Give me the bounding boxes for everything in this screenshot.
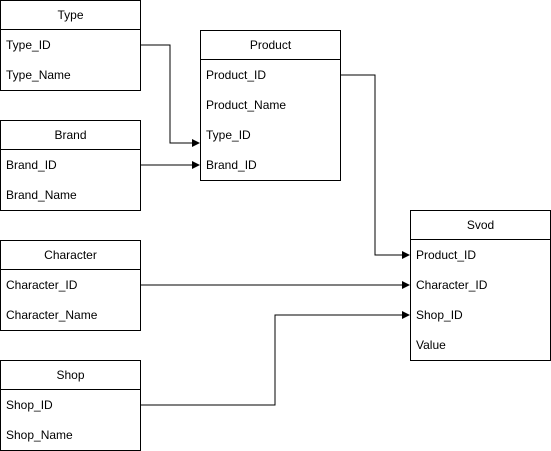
entity-title: Svod <box>411 211 550 240</box>
field-shop-id: Shop_ID <box>6 398 53 412</box>
field-brand-id: Brand_ID <box>206 158 257 172</box>
field-brand-id: Brand_ID <box>6 158 57 172</box>
relation-shop-to-svod-line <box>141 311 410 406</box>
field-character-name: Character_Name <box>6 308 98 322</box>
field-product-name: Product_Name <box>206 98 287 112</box>
entity-product[interactable]: Product Product_ID Product_Name Type_ID … <box>200 30 341 181</box>
entity-title: Shop <box>1 361 140 390</box>
field-type-id: Type_ID <box>6 38 51 52</box>
entity-type[interactable]: Type Type_ID Type_Name <box>0 0 141 91</box>
field-type-id: Type_ID <box>206 128 251 142</box>
relation-type-to-product-line <box>141 44 200 147</box>
entity-svod[interactable]: Svod Product_ID Character_ID Shop_ID Val… <box>410 210 551 361</box>
field-shop-id: Shop_ID <box>416 308 463 322</box>
relation-product-to-svod-line <box>341 74 410 259</box>
entity-title: Brand <box>1 121 140 150</box>
entity-title: Type <box>1 1 140 30</box>
field-character-id: Character_ID <box>6 278 78 292</box>
field-value: Value <box>416 338 446 352</box>
entity-brand[interactable]: Brand Brand_ID Brand_Name <box>0 120 141 211</box>
field-brand-name: Brand_Name <box>6 188 77 202</box>
entity-shop[interactable]: Shop Shop_ID Shop_Name <box>0 360 141 451</box>
field-shop-name: Shop_Name <box>6 428 73 442</box>
entity-title: Character <box>1 241 140 270</box>
field-product-id: Product_ID <box>206 68 267 82</box>
field-type-name: Type_Name <box>6 68 71 82</box>
field-product-id: Product_ID <box>416 248 477 262</box>
field-character-id: Character_ID <box>416 278 488 292</box>
entity-character[interactable]: Character Character_ID Character_Name <box>0 240 141 331</box>
entity-title: Product <box>201 31 340 60</box>
